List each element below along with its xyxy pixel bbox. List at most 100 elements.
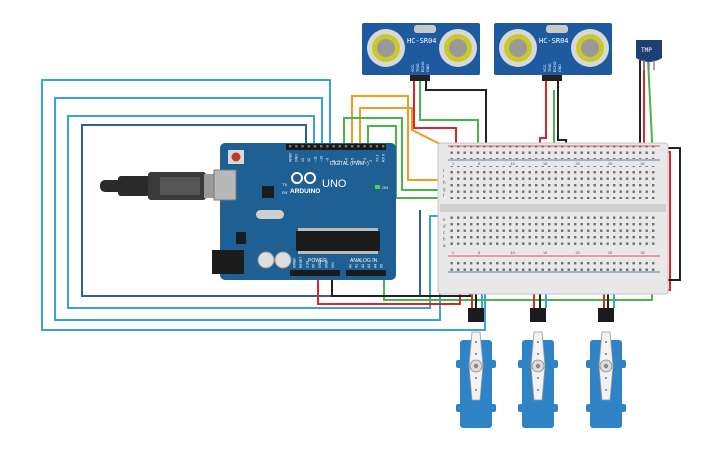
analog-pin-label: A4 (373, 264, 377, 268)
power-header-label: POWER (308, 258, 327, 264)
power-header (290, 270, 340, 276)
sensor-pin-label: ECHO (553, 61, 557, 72)
digital-pin-label: AREF (289, 152, 293, 162)
analog-pin-label: A1 (355, 264, 359, 268)
wire-black-sensor1 (425, 80, 487, 160)
servos (456, 308, 626, 428)
digital-pin[interactable] (363, 145, 366, 148)
digital-pin[interactable] (313, 145, 317, 148)
atmega-chip (296, 231, 380, 251)
power-pin-label: IOREF (293, 258, 297, 268)
sensor-1-label: HC-SR04 (407, 37, 437, 45)
on-led-label: ON (382, 185, 388, 190)
digital-pin-label: ~3 (363, 158, 367, 162)
analog-pin-label: A3 (367, 264, 371, 268)
digital-pin[interactable] (332, 145, 335, 148)
digital-pin-label: ~11 (313, 156, 317, 162)
column-number: 5 (478, 162, 480, 166)
power-pin-label: GND (325, 260, 329, 268)
sensor-pin-label: TRIG (416, 63, 420, 72)
arduino-logo-icon (291, 172, 316, 184)
sensor-pin-label: GND (558, 64, 562, 72)
transducer-left-icon (367, 29, 405, 67)
power-pin-label: VIN (331, 262, 335, 268)
digital-pin[interactable] (351, 145, 354, 148)
digital-header (286, 144, 386, 150)
usb-jack (213, 169, 237, 201)
wire-blue-outer (41, 79, 486, 331)
servo-motor[interactable] (456, 308, 496, 428)
digital-pin[interactable] (320, 145, 323, 148)
digital-pin-label: 4 (357, 160, 361, 162)
analog-pin-label: A0 (349, 264, 353, 268)
column-number: 20 (576, 251, 580, 255)
sensor-pin-label: TRIG (548, 63, 552, 72)
digital-pin-label: ~6 (344, 158, 348, 162)
servo-motor[interactable] (586, 308, 626, 428)
tx-label: TX (282, 182, 287, 187)
power-jack (212, 250, 244, 274)
power-pin-label: 3.3V (305, 260, 309, 268)
servo-motor[interactable] (518, 308, 558, 428)
digital-pin[interactable] (307, 145, 310, 148)
digital-pin[interactable] (382, 145, 385, 148)
digital-pin-label: 12 (307, 158, 311, 162)
rx-label: RX (282, 190, 288, 195)
digital-pin-label: ~10 (320, 156, 324, 162)
power-pin-label: 5V (312, 263, 316, 268)
crystal (256, 210, 284, 219)
digital-pin[interactable] (357, 145, 360, 148)
row-letter: j (442, 167, 444, 172)
sensor-pin-label: GND (426, 64, 430, 72)
analog-header-label: ANALOG IN (350, 258, 378, 264)
column-number: 1 (452, 251, 454, 255)
digital-pin[interactable] (326, 145, 329, 148)
digital-pin-label: TX 1 (375, 154, 379, 162)
digital-pin-label: 7 (338, 160, 342, 162)
wire-navy (81, 124, 421, 297)
digital-pin[interactable] (289, 145, 292, 148)
analog-pin-label: A2 (361, 264, 365, 268)
digital-pin[interactable] (338, 145, 341, 148)
power-pin-label: GND (318, 260, 322, 268)
digital-pin-label: 13 (301, 158, 305, 162)
bottom-rail-holes (450, 258, 658, 271)
digital-pin[interactable] (301, 145, 304, 148)
top-rail-holes (450, 146, 658, 159)
digital-pin[interactable] (369, 145, 372, 148)
digital-pin[interactable] (295, 145, 298, 148)
sensor-pin-label: VCC (543, 64, 547, 72)
bottom-terminal-holes (450, 216, 658, 249)
sensor-pin-label: VCC (411, 64, 415, 72)
column-number: 30 (641, 251, 645, 255)
analog-pin-label: A5 (380, 264, 384, 268)
temperature-sensor[interactable]: TMP (636, 40, 662, 70)
digital-pin-label: ~9 (326, 158, 330, 162)
row-letter: b (443, 237, 446, 242)
column-number: 10 (511, 251, 515, 255)
row-letter: c (443, 230, 446, 235)
digital-pin[interactable] (375, 145, 379, 148)
column-number: 20 (576, 162, 580, 166)
row-letter: e (443, 217, 446, 222)
digital-header-label: DIGITAL (PWM~) (330, 161, 369, 167)
column-number: 25 (608, 251, 612, 255)
usb-cable (100, 172, 224, 200)
row-letter: h (443, 180, 446, 185)
column-number: 25 (608, 162, 612, 166)
digital-pin[interactable] (344, 145, 348, 148)
column-number: 15 (543, 162, 547, 166)
arduino-model-text: UNO (322, 178, 347, 190)
on-led (375, 185, 380, 189)
arduino-uno-board[interactable]: ARDUINO UNO DIGITAL (PWM~) POWER ANALOG … (212, 143, 396, 280)
row-letter: i (443, 174, 444, 179)
transducer-right-icon (571, 29, 609, 67)
column-number: 5 (478, 251, 480, 255)
capacitor-2 (274, 251, 292, 269)
